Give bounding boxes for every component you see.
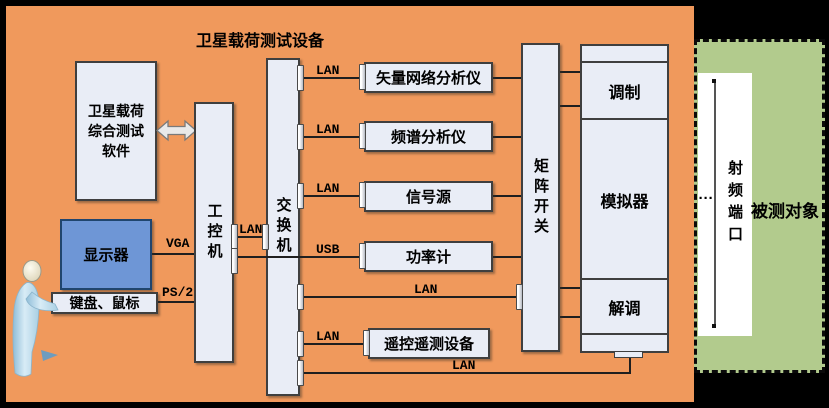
simulator-bottom-tab	[614, 351, 643, 358]
switch-port-connector-6	[297, 331, 304, 357]
telemetry-lan-label: LAN	[316, 329, 340, 344]
usb-line	[238, 256, 361, 258]
usb-label: USB	[316, 242, 340, 257]
power-meter-label: 功率计	[405, 249, 451, 266]
signal-source-label: 信号源	[405, 189, 451, 206]
lan-label-3: LAN	[316, 181, 340, 196]
spectrum-analyzer-label: 频谱分析仪	[390, 129, 466, 146]
vna-matrix-line	[493, 77, 521, 79]
matrix-left-connector	[516, 284, 523, 310]
lan-line-2	[303, 136, 361, 138]
matrix-switch-label: 矩阵开关	[532, 157, 549, 238]
person-figure	[12, 260, 59, 377]
keyboard-mouse-box: 键盘、鼠标	[51, 292, 158, 314]
keyboard-mouse-label: 键盘、鼠标	[69, 295, 140, 311]
industrial-pc-label: 工控机	[205, 202, 223, 263]
vga-label: VGA	[166, 236, 190, 251]
lan-line-3	[303, 195, 361, 197]
power-meter-box: 功率计	[364, 241, 493, 272]
signal-source-box: 信号源	[364, 181, 493, 212]
ps2-label: PS/2	[162, 285, 194, 300]
spectrum-analyzer-box: 频谱分析仪	[364, 121, 493, 152]
switch-port-connector-7	[297, 360, 304, 386]
diagram-title: 卫星载荷测试设备	[196, 33, 325, 50]
ps2-line	[158, 301, 194, 303]
signal-source-matrix-line	[493, 195, 521, 197]
switch-port-connector-2	[297, 124, 304, 150]
switch-port-connector-3	[297, 183, 304, 209]
ipc-switch-lan-line	[234, 236, 266, 238]
ipc-lan-connector	[231, 224, 238, 250]
telemetry-equipment-label: 遥控遥测设备	[383, 336, 474, 353]
signal-source-connector	[359, 182, 366, 208]
software-box: 卫星载荷 综合测试 软件	[75, 61, 157, 201]
lan-label-1: LAN	[316, 63, 340, 78]
power-meter-matrix-line	[493, 256, 521, 258]
matrix-switch-box: 矩阵开关	[521, 43, 560, 352]
rf-port-line-top-dot	[712, 79, 716, 83]
vector-network-analyzer-label: 矢量网络分析仪	[375, 70, 481, 87]
demodulation-box: 解调	[580, 278, 669, 335]
matrix-mod-line-1	[560, 71, 580, 73]
power-meter-connector	[359, 243, 366, 269]
simulator-lan-line-h	[303, 372, 631, 374]
dut-label: 被测对象	[751, 202, 819, 221]
monitor-label: 显示器	[83, 247, 129, 264]
ipc-usb-connector	[231, 248, 238, 274]
matrix-lan-label: LAN	[414, 282, 438, 297]
telemetry-equipment-box: 遥控遥测设备	[368, 328, 490, 359]
switch-port-connector-1	[297, 65, 304, 91]
switch-port-connector-5	[297, 284, 304, 310]
ipc-switch-lan-label: LAN	[239, 222, 263, 237]
monitor-box: 显示器	[60, 219, 152, 290]
simulator-lan-line-v	[629, 357, 631, 374]
matrix-demod-line-1	[560, 287, 580, 289]
double-arrow-icon	[156, 119, 197, 142]
vector-network-analyzer-box: 矢量网络分析仪	[364, 62, 493, 93]
matrix-lan-line	[303, 296, 519, 298]
software-box-label: 卫星载荷 综合测试 软件	[88, 103, 144, 159]
telemetry-lan-line	[303, 343, 365, 345]
industrial-pc-box: 工控机	[194, 102, 234, 363]
vga-line	[152, 253, 194, 255]
lan-switch-box: 交换机	[266, 58, 300, 396]
rf-port-box	[698, 73, 752, 336]
modulation-label: 调制	[608, 84, 641, 102]
switch-left-connector	[262, 224, 269, 250]
lan-switch-label: 交换机	[274, 197, 292, 257]
lan-line-1	[303, 77, 361, 79]
demodulation-label: 解调	[608, 300, 641, 318]
rf-port-line	[714, 82, 716, 327]
vna-connector	[359, 64, 366, 90]
simulator-lan-label: LAN	[452, 358, 476, 373]
lan-label-2: LAN	[316, 122, 340, 137]
rf-port-line-bottom-dot	[712, 324, 716, 328]
rf-port-label: 射频端口	[726, 160, 743, 248]
matrix-mod-line-2	[560, 105, 580, 107]
telemetry-connector	[363, 330, 370, 356]
modulation-box: 调制	[580, 61, 669, 120]
matrix-demod-line-2	[560, 316, 580, 318]
continuation-dots: ···	[698, 190, 714, 207]
simulator-label: 模拟器	[600, 194, 649, 211]
spectrum-analyzer-connector	[359, 123, 366, 149]
spectrum-matrix-line	[493, 136, 521, 138]
